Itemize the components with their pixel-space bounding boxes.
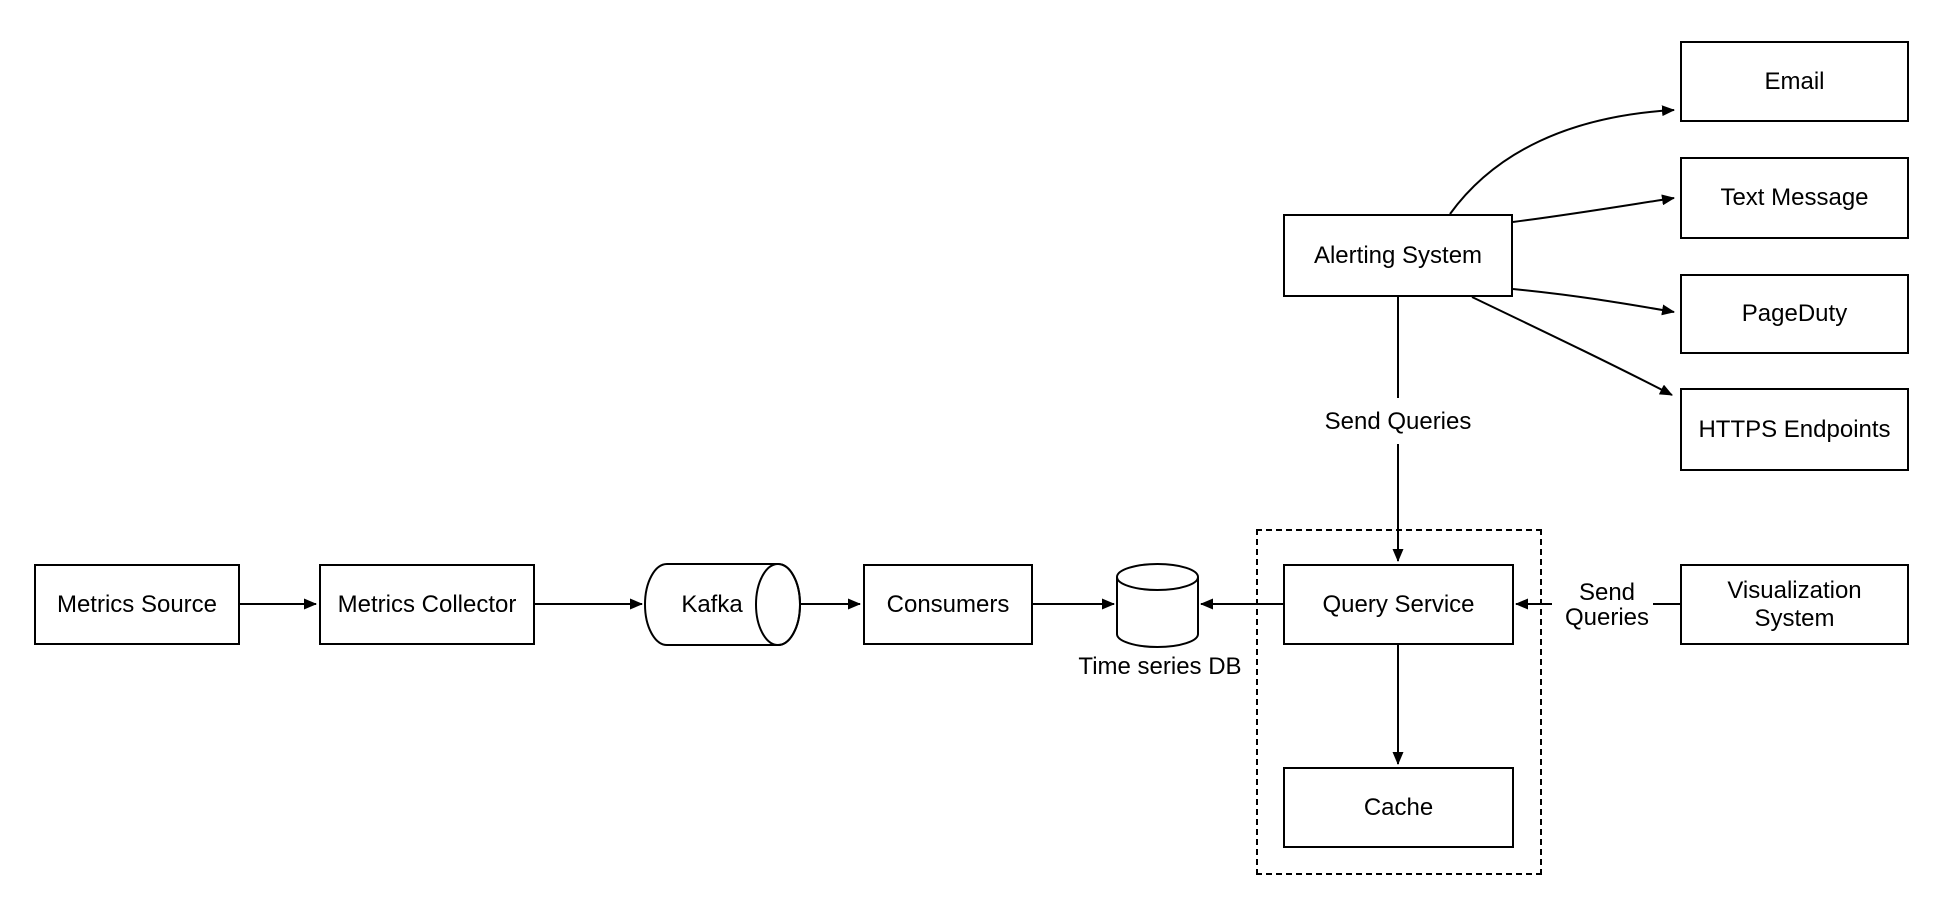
node-pageduty[interactable]: PageDuty xyxy=(1680,274,1909,354)
node-label: Visualization System xyxy=(1727,576,1862,632)
node-label: Cache xyxy=(1363,793,1434,821)
edge-alerting-to-email xyxy=(1449,105,1675,215)
edge-label-send-queries-vertical: Send Queries xyxy=(1318,406,1478,436)
node-time-series-db-label: Time series DB xyxy=(1075,652,1245,682)
node-alerting-system[interactable]: Alerting System xyxy=(1283,214,1513,297)
query-service-group-outline xyxy=(1256,529,1542,875)
node-label: Email xyxy=(1764,67,1825,95)
node-https-endpoints[interactable]: HTTPS Endpoints xyxy=(1680,388,1909,471)
edge-alerting-to-pageduty xyxy=(1512,288,1675,316)
node-cache[interactable]: Cache xyxy=(1283,767,1514,848)
edge-label-text: Send Queries xyxy=(1564,579,1650,631)
node-label: Query Service xyxy=(1322,590,1475,618)
database-cylinder-icon xyxy=(1116,563,1199,648)
edge-alerting-to-text-message xyxy=(1512,194,1675,223)
node-consumers[interactable]: Consumers xyxy=(863,564,1033,645)
node-label: Kafka xyxy=(681,590,743,618)
kafka-cylinder-icon xyxy=(644,563,801,646)
node-query-service[interactable]: Query Service xyxy=(1283,564,1514,645)
node-metrics-collector[interactable]: Metrics Collector xyxy=(319,564,535,645)
node-metrics-source[interactable]: Metrics Source xyxy=(34,564,240,645)
node-visualization-system[interactable]: Visualization System xyxy=(1680,564,1909,645)
edge-label-send-queries-horizontal: Send Queries xyxy=(1552,579,1662,631)
node-label: Time series DB xyxy=(1078,653,1242,680)
node-label: HTTPS Endpoints xyxy=(1698,415,1891,443)
node-kafka[interactable]: Kafka xyxy=(645,564,779,645)
node-text-message[interactable]: Text Message xyxy=(1680,157,1909,239)
edge-alerting-to-https-endpoints xyxy=(1471,296,1673,396)
node-label: Metrics Source xyxy=(56,590,218,618)
edge-label-text: Send Queries xyxy=(1324,407,1472,435)
node-label: Alerting System xyxy=(1313,241,1483,269)
node-email[interactable]: Email xyxy=(1680,41,1909,122)
node-label: PageDuty xyxy=(1741,300,1848,327)
node-label: Consumers xyxy=(886,590,1010,618)
node-label: Text Message xyxy=(1720,184,1869,211)
node-label: Metrics Collector xyxy=(337,590,517,618)
